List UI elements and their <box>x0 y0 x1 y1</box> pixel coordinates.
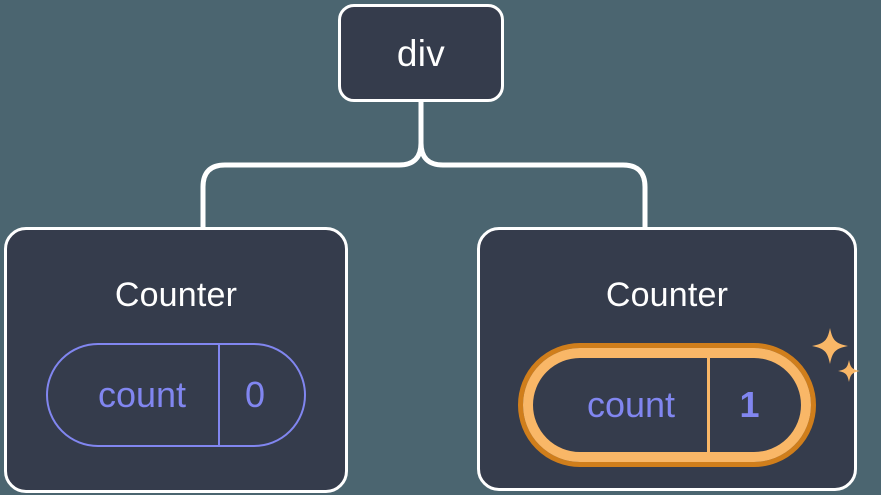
state-key-right: count <box>586 384 676 425</box>
state-value-left: 0 <box>218 345 304 445</box>
state-pill-wrap-right: count 1 <box>518 328 860 467</box>
sparkle-large-icon <box>812 328 848 364</box>
state-pill-left[interactable]: count 0 <box>46 343 306 447</box>
state-value-right: 1 <box>707 358 801 452</box>
node-root-label: div <box>396 32 446 74</box>
state-key-left: count <box>97 374 187 415</box>
node-counter-left[interactable]: Counter count 0 <box>4 227 348 493</box>
state-pill-right-inner: count 1 <box>523 348 811 462</box>
state-pill-right-highlighted[interactable]: count 1 <box>518 343 816 467</box>
counter-title-left: Counter <box>114 276 238 314</box>
node-root-div[interactable]: div <box>338 4 504 102</box>
counter-title-right: Counter <box>605 276 729 314</box>
node-counter-right[interactable]: Counter count 1 <box>477 227 860 491</box>
sparkle-group <box>812 328 860 382</box>
state-pill-wrap-left: count 0 <box>46 343 306 447</box>
sparkle-small-icon <box>838 360 860 382</box>
